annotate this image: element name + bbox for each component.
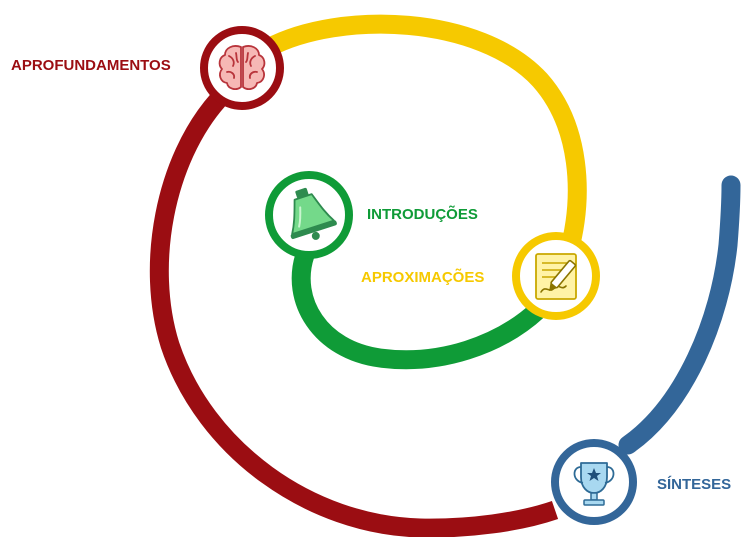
- notepad-pen-icon: [535, 253, 577, 300]
- spiral-arc-aproximacoes: [263, 14, 587, 258]
- stage-aproximacoes-label: APROXIMAÇÕES: [361, 268, 484, 286]
- stage-introducoes-label: INTRODUÇÕES: [367, 205, 478, 223]
- spiral-arc-aprofundamentos: [149, 93, 559, 537]
- spiral-arc-sinteses: [618, 175, 741, 455]
- stage-aproximacoes[interactable]: [512, 232, 600, 320]
- stage-aprofundamentos-ring: [200, 26, 284, 110]
- stage-aprofundamentos-label: APROFUNDAMENTOS: [11, 57, 171, 74]
- spiral-arc-introducoes: [291, 252, 545, 370]
- stage-sinteses-label: SÍNTESES: [657, 476, 731, 493]
- brain-icon: [218, 45, 266, 90]
- stage-sinteses[interactable]: [551, 439, 637, 525]
- stage-aprofundamentos[interactable]: [200, 26, 284, 110]
- bell-icon: [290, 187, 337, 240]
- stage-introducoes[interactable]: [265, 171, 353, 259]
- trophy-icon: [573, 462, 615, 506]
